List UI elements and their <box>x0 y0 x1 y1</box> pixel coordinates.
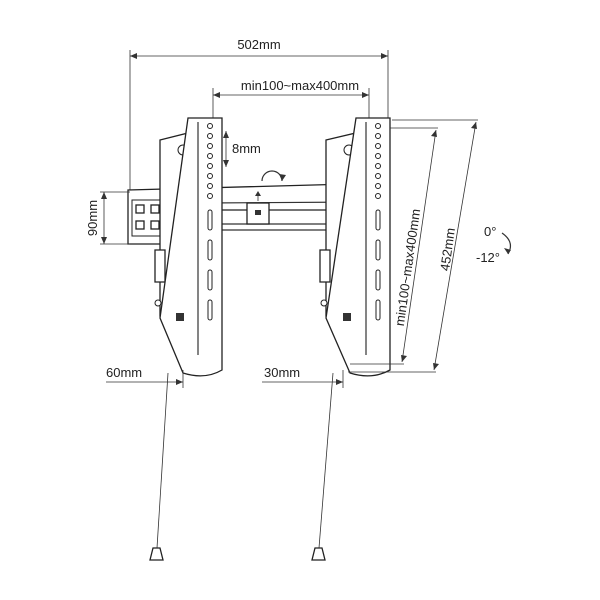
tilt-top-label: 0° <box>484 224 496 239</box>
left-offset-dimension: 60mm <box>106 365 184 388</box>
right-offset-dimension: 30mm <box>262 365 344 388</box>
right-arm-holes <box>343 123 381 321</box>
tilt-gap-dimension: 8mm <box>223 131 261 167</box>
right-offset-label: 30mm <box>264 365 300 380</box>
overall-width-label: 502mm <box>237 37 280 52</box>
tilt-bottom-label: -12° <box>476 250 500 265</box>
arm-height-label: 452mm <box>437 227 458 272</box>
bracket-height-label: 90mm <box>85 200 100 236</box>
tilt-gap-label: 8mm <box>232 141 261 156</box>
tilt-angle-indicator: 0° -12° <box>476 224 512 265</box>
left-arm <box>149 117 223 561</box>
vesa-width-dimension: min100~max400mm <box>212 78 370 120</box>
left-offset-label: 60mm <box>106 365 142 380</box>
overall-width-dimension: 502mm <box>129 37 389 192</box>
vesa-width-label: min100~max400mm <box>241 78 359 93</box>
bracket-height-dimension: 90mm <box>85 191 130 245</box>
left-arm-holes <box>176 123 213 321</box>
right-arm <box>311 117 391 561</box>
arm-height-dimension: 452mm <box>348 119 478 373</box>
vesa-height-label: min100~max400mm <box>392 208 423 327</box>
tilt-rotation-icon <box>261 170 286 182</box>
